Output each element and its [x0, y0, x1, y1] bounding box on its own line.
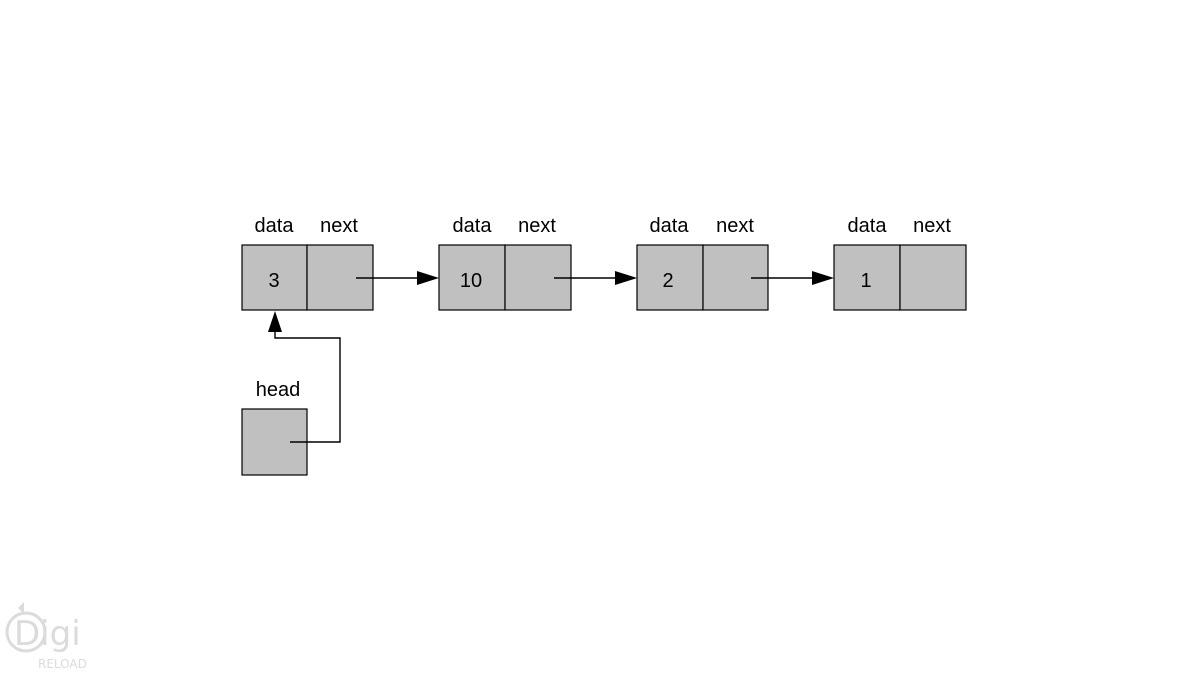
node-1-next-header: next: [320, 215, 358, 237]
list-node-2: data next 10: [438, 215, 572, 311]
digireload-watermark-logo: Digi RELOAD: [5, 602, 87, 671]
next-pointer-2-to-3: [554, 271, 637, 285]
node-2-next-header: next: [518, 215, 556, 237]
list-node-4: data next 1: [833, 215, 967, 311]
node-3-value: 2: [662, 270, 673, 292]
list-node-3: data next 2: [636, 215, 769, 311]
node-2-value: 10: [460, 270, 482, 292]
next-pointer-1-to-2: [356, 271, 439, 285]
node-1-data-header: data: [255, 215, 295, 237]
next-pointer-3-to-4: [751, 271, 834, 285]
watermark-line2: RELOAD: [38, 657, 87, 671]
watermark-line1: Digi: [14, 614, 81, 654]
node-3-data-cell: [636, 244, 704, 311]
node-4-next-cell: [899, 244, 967, 311]
node-1-value: 3: [268, 270, 279, 292]
node-4-data-cell: [833, 244, 901, 311]
head-label: head: [256, 379, 301, 401]
arrowhead-icon: [417, 271, 439, 285]
list-node-1: data next 3: [241, 215, 374, 311]
node-3-data-header: data: [650, 215, 690, 237]
arrowhead-icon: [268, 311, 282, 332]
arrowhead-icon: [615, 271, 637, 285]
node-2-data-cell: [438, 244, 506, 311]
arrowhead-icon: [812, 271, 834, 285]
node-1-data-cell: [241, 244, 308, 311]
node-4-next-header: next: [913, 215, 951, 237]
node-3-next-header: next: [716, 215, 754, 237]
node-4-data-header: data: [848, 215, 888, 237]
node-4-value: 1: [860, 270, 871, 292]
node-2-data-header: data: [453, 215, 493, 237]
head-pointer: head: [241, 311, 341, 476]
